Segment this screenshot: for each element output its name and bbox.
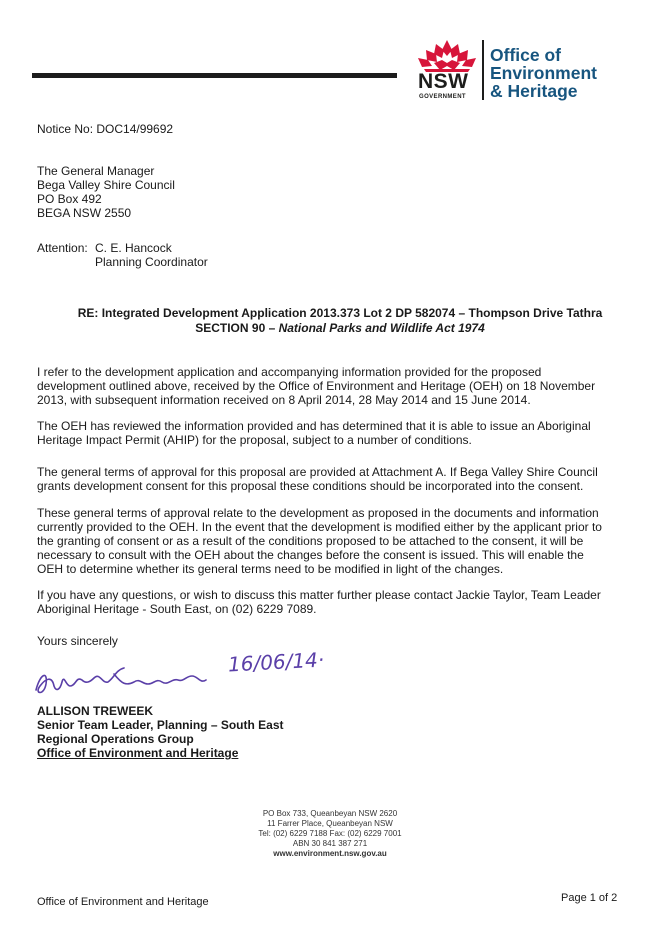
footer-address-line: PO Box 733, Queanbeyan NSW 2620 (262, 809, 398, 818)
footer-address-line: Tel: (02) 6229 7188 Fax: (02) 6229 7001 (258, 829, 402, 838)
subject-line-2: SECTION 90 – National Parks and Wildlife… (40, 321, 640, 336)
body-paragraph-5: If you have any questions, or wish to di… (37, 588, 627, 616)
attention-name: C. E. Hancock (95, 241, 172, 255)
paragraph-line: I refer to the development application a… (37, 365, 542, 379)
page-number: Page 1 of 2 (561, 892, 618, 904)
paragraph-line: Aboriginal Heritage - South East, on (02… (37, 602, 317, 616)
paragraph-line: 2013, with subsequent information receiv… (37, 393, 531, 407)
body-paragraph-2: The OEH has reviewed the information pro… (37, 419, 627, 447)
footer-address-line: 11 Farrer Place, Queanbeyan NSW (267, 819, 393, 828)
subject-section: SECTION 90 – (195, 321, 279, 335)
notice-number: Notice No: DOC14/99692 (37, 122, 174, 136)
signer-title: Senior Team Leader, Planning – South Eas… (37, 718, 284, 732)
paragraph-line: necessary to consult with the OEH about … (37, 548, 584, 562)
logo-government-text: GOVERNMENT (419, 94, 467, 100)
paragraph-line: development outlined above, received by … (37, 379, 596, 393)
paragraph-line: These general terms of approval relate t… (37, 506, 599, 520)
attention-recipient: C. E. Hancock Planning Coordinator (95, 241, 208, 269)
agency-line: & Heritage (490, 81, 578, 101)
header-rule (32, 73, 397, 78)
paragraph-line: The OEH has reviewed the information pro… (37, 419, 591, 433)
body-paragraph-3: The general terms of approval for this p… (37, 465, 627, 493)
signer-block: ALLISON TREWEEK Senior Team Leader, Plan… (37, 704, 284, 760)
address-line: Bega Valley Shire Council (37, 178, 175, 192)
address-line: PO Box 492 (37, 192, 102, 206)
subject-line-1: RE: Integrated Development Application 2… (77, 306, 603, 320)
paragraph-line: OEH to determine whether its general ter… (37, 562, 504, 576)
agency-line: Environment (490, 63, 597, 83)
waratah-icon (418, 40, 476, 72)
paragraph-line: grants development consent for this prop… (37, 479, 584, 493)
signer-group: Regional Operations Group (37, 732, 194, 746)
footer-website: www.environment.nsw.gov.au (273, 849, 387, 858)
address-line: The General Manager (37, 164, 155, 178)
paragraph-line: the granting of consent or as a result o… (37, 534, 584, 548)
recipient-address: The General Manager Bega Valley Shire Co… (37, 164, 175, 220)
footer-office-name: Office of Environment and Heritage (37, 896, 209, 908)
handwritten-date: 16/06/14· (227, 647, 325, 677)
nsw-oeh-logo: NSW GOVERNMENT Office of Environment & H… (412, 36, 612, 104)
logo-nsw-text: NSW (418, 70, 469, 93)
agency-name: Office of Environment & Heritage (490, 46, 597, 100)
signer-name: ALLISON TREWEEK (37, 704, 153, 718)
paragraph-line: currently provided to the OEH. In the ev… (37, 520, 602, 534)
closing-salutation: Yours sincerely (37, 634, 118, 648)
signer-office: Office of Environment and Heritage (37, 746, 239, 760)
paragraph-line: Heritage Impact Permit (AHIP) for the pr… (37, 433, 472, 447)
subject-heading: RE: Integrated Development Application 2… (40, 306, 640, 336)
address-line: BEGA NSW 2550 (37, 206, 132, 220)
attention-label: Attention: (37, 241, 88, 255)
body-paragraph-4: These general terms of approval relate t… (37, 506, 627, 576)
footer-address-line: ABN 30 841 387 271 (292, 839, 368, 848)
body-paragraph-1: I refer to the development application a… (37, 365, 627, 407)
handwritten-signature (35, 667, 207, 694)
logo-divider (482, 40, 484, 100)
attention-title: Planning Coordinator (95, 255, 208, 269)
footer-address: PO Box 733, Queanbeyan NSW 2620 11 Farre… (230, 809, 430, 859)
paragraph-line: The general terms of approval for this p… (37, 465, 598, 479)
subject-act: National Parks and Wildlife Act 1974 (278, 321, 485, 335)
paragraph-line: If you have any questions, or wish to di… (37, 588, 601, 602)
agency-line: Office of (490, 45, 561, 65)
